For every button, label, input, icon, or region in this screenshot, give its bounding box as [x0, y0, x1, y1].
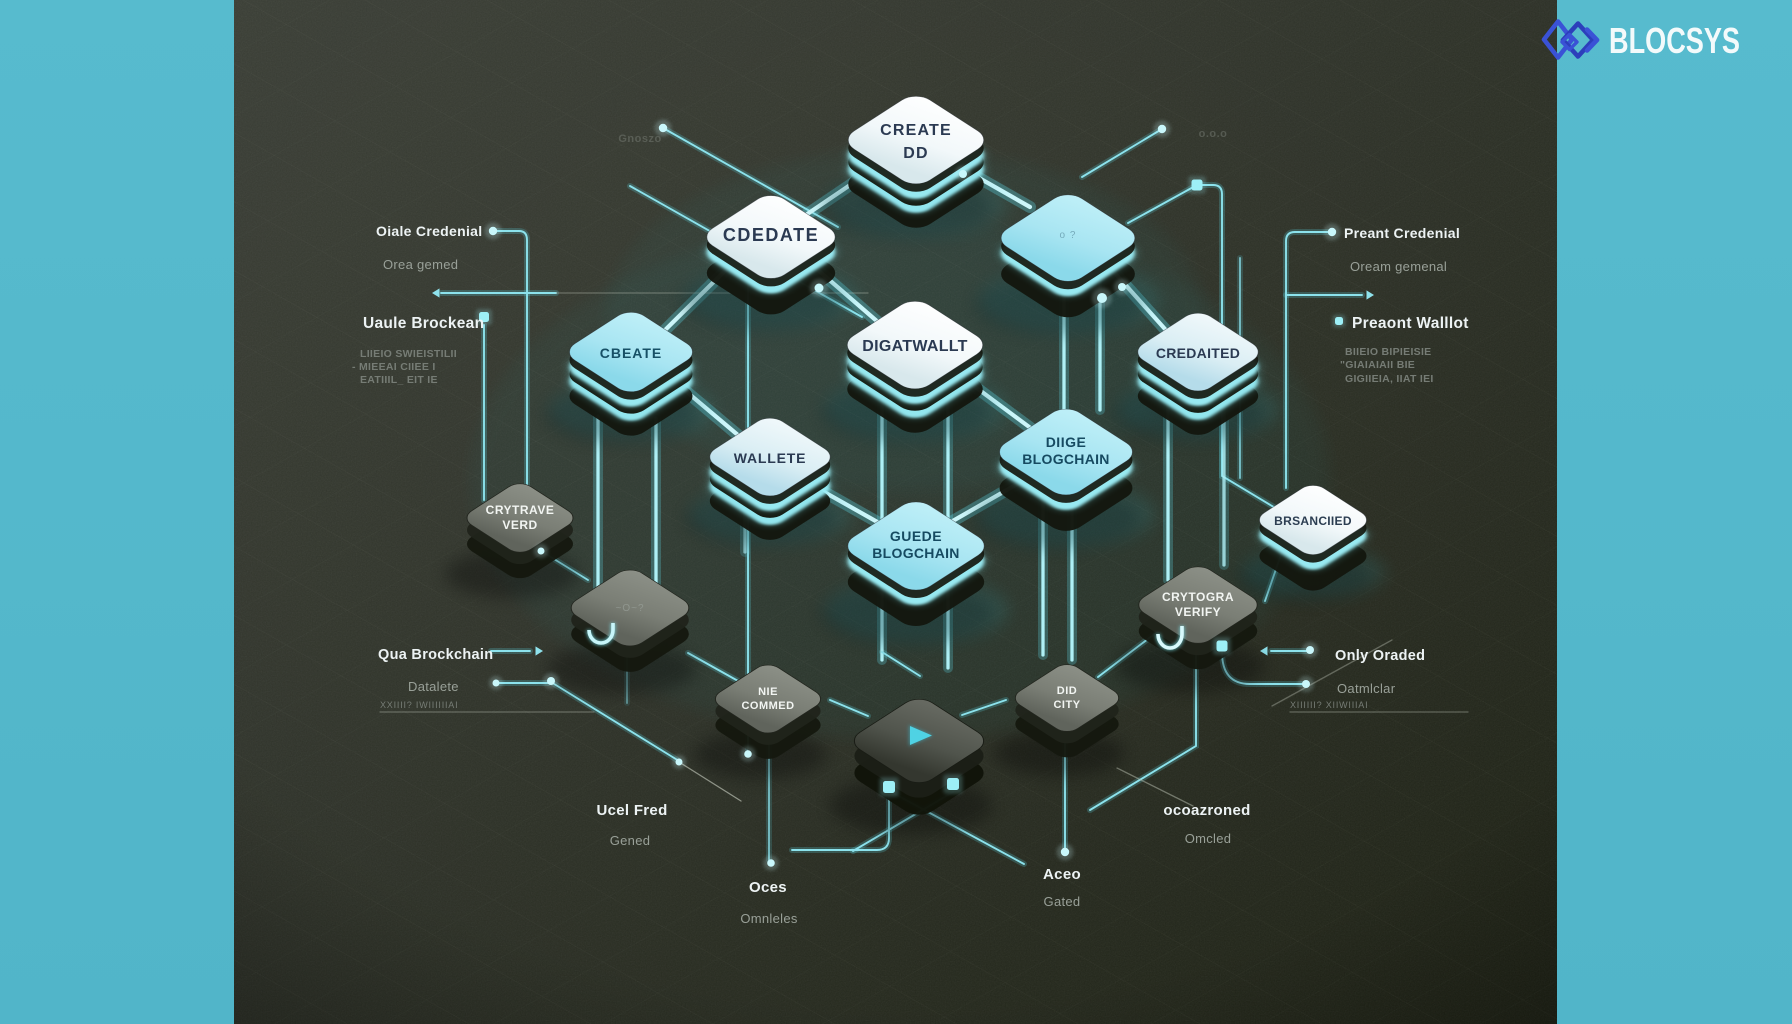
svg-text:DID: DID	[1057, 685, 1077, 697]
svg-text:Preaont Walllot: Preaont Walllot	[1352, 315, 1469, 332]
svg-text:BRSANCIIED: BRSANCIIED	[1274, 514, 1352, 528]
svg-text:CRYTOGRA: CRYTOGRA	[1162, 590, 1234, 604]
svg-text:NIE: NIE	[758, 686, 778, 698]
svg-text:XIIIIII? XIIWIIIAI: XIIIIII? XIIWIIIAI	[1290, 700, 1368, 710]
svg-text:- MIEEAI CIIEE I: - MIEEAI CIIEE I	[352, 361, 436, 373]
svg-text:BLOCSYS: BLOCSYS	[1609, 20, 1740, 61]
svg-text:BLOGCHAIN: BLOGCHAIN	[1022, 451, 1109, 467]
svg-text:Gened: Gened	[610, 833, 651, 848]
svg-text:CRYTRAVE: CRYTRAVE	[486, 503, 555, 517]
svg-text:BIIEIO BIPIEISIE: BIIEIO BIPIEISIE	[1345, 346, 1432, 358]
svg-text:Orea gemed: Orea gemed	[383, 257, 458, 272]
svg-text:EATIIIL_ EIT IE: EATIIIL_ EIT IE	[360, 374, 438, 386]
svg-text:DD: DD	[903, 145, 929, 162]
svg-text:Ucel Fred: Ucel Fred	[596, 802, 667, 819]
svg-text:GIGIIEIA, IIAT IEI: GIGIIEIA, IIAT IEI	[1345, 373, 1434, 385]
svg-text:LIIEIO SWIEISTILII: LIIEIO SWIEISTILII	[360, 348, 457, 360]
svg-text:Aceo: Aceo	[1043, 866, 1081, 883]
svg-text:GUEDE: GUEDE	[890, 528, 942, 544]
svg-text:Oatmlclar: Oatmlclar	[1337, 681, 1396, 696]
svg-text:Omcled: Omcled	[1185, 831, 1232, 846]
svg-text:WALLETE: WALLETE	[734, 450, 806, 466]
svg-text:VERD: VERD	[502, 518, 537, 532]
svg-text:COMMED: COMMED	[741, 700, 794, 712]
svg-text:DIIGE: DIIGE	[1046, 434, 1087, 450]
svg-text:Preant Credenial: Preant Credenial	[1344, 225, 1460, 241]
svg-text:ocoazroned: ocoazroned	[1163, 802, 1250, 819]
svg-text:Omnleles: Omnleles	[740, 911, 798, 926]
svg-text:~O~?: ~O~?	[615, 603, 644, 614]
svg-text:Uaule Brockean: Uaule Brockean	[363, 315, 484, 332]
svg-text:VERIFY: VERIFY	[1175, 605, 1221, 619]
svg-text:Oream gemenal: Oream gemenal	[1350, 259, 1447, 274]
svg-text:Only Oraded: Only Oraded	[1335, 648, 1425, 664]
svg-text:Oiale Credenial: Oiale Credenial	[376, 223, 482, 239]
svg-text:XXIIII? IWIIIIIIAI: XXIIII? IWIIIIIIAI	[380, 700, 458, 710]
svg-text:Gnoszo: Gnoszo	[618, 133, 661, 145]
svg-text:CITY: CITY	[1053, 699, 1080, 711]
svg-text:Oces: Oces	[749, 879, 787, 896]
svg-text:Qua Brockchain: Qua Brockchain	[378, 647, 493, 663]
svg-text:CDEDATE: CDEDATE	[723, 225, 819, 245]
svg-text:o.o.o: o.o.o	[1199, 128, 1228, 140]
svg-text:CREDAITED: CREDAITED	[1156, 345, 1240, 361]
svg-text:DIGATWALLT: DIGATWALLT	[862, 338, 968, 355]
svg-text:BLOGCHAIN: BLOGCHAIN	[872, 545, 959, 561]
svg-text:CREATE: CREATE	[880, 122, 952, 139]
svg-text:CBEATE: CBEATE	[600, 345, 663, 361]
svg-text:o ?: o ?	[1060, 230, 1077, 241]
svg-text:Datalete: Datalete	[408, 679, 459, 694]
svg-text:"GIAIAIAII BIE: "GIAIAIAII BIE	[1340, 359, 1415, 371]
svg-text:Gated: Gated	[1044, 894, 1081, 909]
